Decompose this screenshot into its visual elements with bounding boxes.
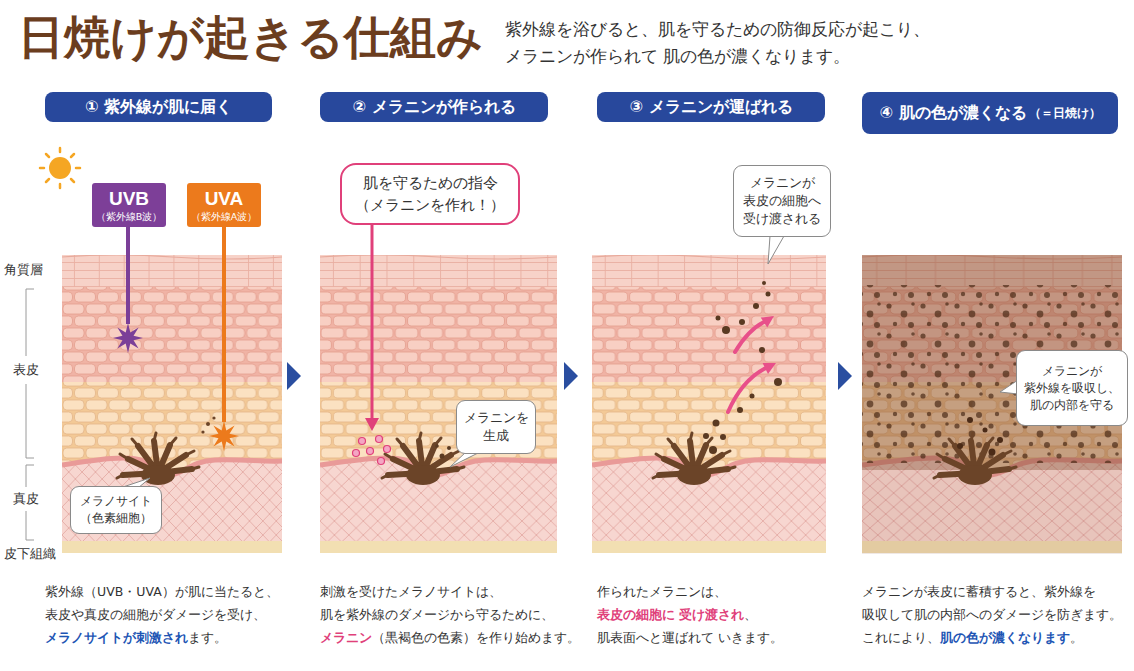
melanin-transfer bbox=[703, 281, 782, 454]
node-text: ③ メラニンが運ばれる bbox=[629, 97, 792, 117]
description-text: ます。 bbox=[188, 630, 227, 645]
node-text: UVB bbox=[109, 188, 149, 210]
text-line: メラノサイトが刺激されます。 bbox=[45, 626, 289, 649]
melanocyte bbox=[934, 433, 1016, 485]
node-text: メラノサイト bbox=[80, 493, 152, 510]
diagram-title: 日焼けが起きる仕組み bbox=[18, 8, 483, 66]
text-line: 作られたメラニンは、表皮の細胞に 受け渡され、肌表面へと運ばれて いきます。 bbox=[597, 580, 803, 649]
step-banner: ③ メラニンが運ばれる bbox=[597, 92, 825, 122]
skin-cross-sections bbox=[62, 255, 1122, 553]
text-line: メラニンが表皮に蓄積すると、紫外線を 吸収して肌の内部へのダメージを防ぎます。 bbox=[862, 580, 1118, 626]
uva-box: UVA（紫外線A波） bbox=[187, 183, 261, 227]
node-text: メラニンを 生成 bbox=[462, 409, 530, 445]
protect-callout: メラニンが 紫外線を吸収し、 肌の内部を守る bbox=[1016, 350, 1128, 426]
layer-label: 角質層 bbox=[4, 262, 43, 278]
melanocyte bbox=[382, 433, 464, 485]
text-line: メラニン（黒褐色の色素）を作り始めます。 bbox=[320, 626, 555, 649]
skin-block bbox=[592, 255, 826, 553]
melanocyte-callout: メラノサイト（色素細胞） bbox=[70, 486, 162, 534]
step-description: 刺激を受けたメラノサイトは、 肌を紫外線のダメージから守るために、メラニン（黒褐… bbox=[320, 580, 555, 649]
skin-block bbox=[320, 255, 557, 553]
command-arrow bbox=[353, 225, 452, 465]
description-text: 表皮の細胞に 受け渡され bbox=[597, 607, 744, 622]
uv-rays bbox=[113, 226, 239, 451]
command-box: 肌を守るための指令（メラニンを作れ！） bbox=[340, 163, 520, 225]
step-description: 紫外線（UVB・UVA）が肌に当たると、 表皮や真皮の細胞がダメージを受け、メラ… bbox=[45, 580, 289, 649]
step-banner: ② メラニンが作られる bbox=[320, 92, 548, 122]
step-arrows bbox=[287, 362, 852, 390]
text-line: これにより、肌の色が濃くなります。 bbox=[862, 626, 1118, 649]
node-text: （メラニンを作れ！） bbox=[355, 194, 505, 216]
melanocyte bbox=[117, 433, 199, 485]
description-text: これにより、 bbox=[862, 630, 940, 645]
description-text: メラニン bbox=[320, 630, 372, 645]
intro-caption: 紫外線を浴びると、肌を守るための防御反応が起こり、メラニンが作られて 肌の色が濃… bbox=[505, 16, 1076, 70]
melanin-callout: メラニンを 生成 bbox=[456, 400, 536, 454]
description-text: メラニンが表皮に蓄積すると、紫外線を 吸収して肌の内部へのダメージを防ぎます。 bbox=[862, 584, 1122, 622]
transfer-callout: メラニンが 表皮の細胞へ 受け渡される bbox=[733, 165, 831, 237]
uva-impact bbox=[209, 421, 239, 451]
description-text: 。 bbox=[1070, 630, 1083, 645]
description-text: 紫外線（UVB・UVA）が肌に当たると、 表皮や真皮の細胞がダメージを受け、 bbox=[45, 584, 279, 622]
layer-label: 表皮 bbox=[13, 362, 39, 378]
uvb-box: UVB（紫外線B波） bbox=[92, 183, 166, 227]
description-text: 作られたメラニンは、 bbox=[597, 584, 727, 599]
node-text: （＝日焼け） bbox=[1029, 103, 1101, 123]
description-text: 刺激を受けたメラノサイトは、 肌を紫外線のダメージから守るために、 bbox=[320, 584, 554, 622]
step-description: 作られたメラニンは、表皮の細胞に 受け渡され、肌表面へと運ばれて いきます。 bbox=[597, 580, 803, 649]
node-text: ① 紫外線が肌に届く bbox=[85, 97, 232, 117]
node-text: （色素細胞） bbox=[80, 510, 152, 527]
description-text: メラノサイトが刺激され bbox=[45, 630, 188, 645]
node-text: ② メラニンが作られる bbox=[352, 97, 515, 117]
text-line: 紫外線（UVB・UVA）が肌に当たると、 表皮や真皮の細胞がダメージを受け、 bbox=[45, 580, 289, 626]
text-line: 刺激を受けたメラノサイトは、 肌を紫外線のダメージから守るために、 bbox=[320, 580, 555, 626]
melanocyte bbox=[653, 433, 735, 485]
skin-block bbox=[62, 255, 282, 553]
node-text: （紫外線B波） bbox=[96, 210, 163, 223]
node-text: 肌を守るための指令 bbox=[363, 172, 498, 194]
node-text: メラニンが 表皮の細胞へ 受け渡される bbox=[739, 174, 825, 228]
skin-block bbox=[862, 255, 1122, 553]
step-banner: ① 紫外線が肌に届く bbox=[45, 92, 272, 122]
node-text: ④ 肌の色が濃くなる bbox=[879, 103, 1026, 123]
description-text: （黒褐色の色素）を作り始めます。 bbox=[372, 630, 580, 645]
callout-pointers bbox=[120, 236, 1018, 488]
tanned-skin-overlay bbox=[862, 255, 1122, 554]
node-text: UVA bbox=[205, 188, 244, 210]
layer-label: 真皮 bbox=[13, 491, 39, 507]
node-text: メラニンが 紫外線を吸収し、 肌の内部を守る bbox=[1022, 363, 1122, 414]
step-banner: ④ 肌の色が濃くなる（＝日焼け） bbox=[862, 92, 1118, 134]
node-text: （紫外線A波） bbox=[191, 210, 258, 223]
layer-label: 皮下組織 bbox=[4, 546, 56, 562]
step-description: メラニンが表皮に蓄積すると、紫外線を 吸収して肌の内部へのダメージを防ぎます。こ… bbox=[862, 580, 1118, 649]
sun-icon bbox=[40, 148, 80, 188]
tanned-melanin bbox=[957, 417, 1003, 456]
melanocytes bbox=[117, 433, 1016, 485]
description-text: 肌の色が濃くなります bbox=[940, 630, 1070, 645]
uvb-impact bbox=[113, 323, 143, 353]
